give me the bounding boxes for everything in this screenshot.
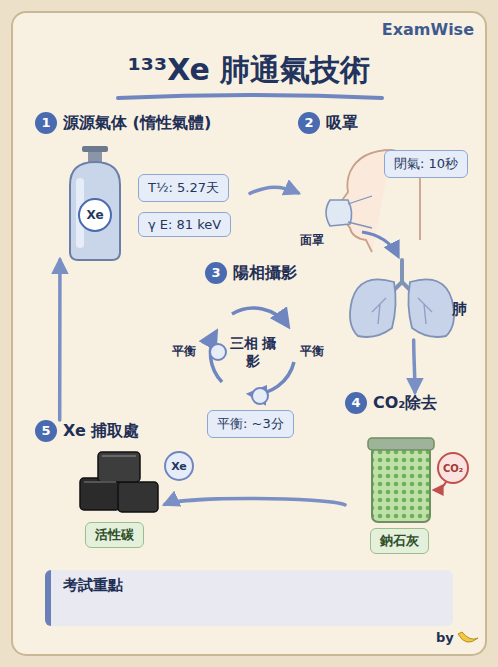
step-heading: 2 吸罩: [298, 112, 476, 134]
label: 面罩: [300, 232, 324, 249]
step-title: Xe 捕取處: [63, 421, 139, 442]
step-group: 2 吸罩閉氣: 10秒: [298, 112, 476, 340]
gas-cylinder: [70, 146, 120, 260]
node-text: 三相 攝影: [223, 335, 283, 370]
flow-arrow: [58, 260, 62, 420]
step-number: 3: [205, 262, 227, 284]
step-heading: 5 Xe 捕取處: [35, 420, 165, 442]
label: Xe: [171, 460, 187, 473]
info-box: 平衡: ~3分: [207, 410, 294, 438]
banana-icon: [458, 632, 478, 642]
phase-dot: [210, 344, 226, 360]
phase-dot: [252, 388, 268, 404]
label: by: [436, 630, 454, 645]
step-heading: 4 CO₂除去: [345, 392, 477, 414]
label: CO₂: [443, 463, 463, 474]
label: 肺: [452, 300, 467, 319]
node-text: 考試重點: [63, 576, 441, 595]
flow-arrow: [414, 340, 415, 392]
info-box: 鈉石灰: [370, 528, 429, 554]
label: 平衡: [300, 343, 324, 360]
step-title: 吸罩: [326, 113, 358, 134]
step-group: 1 源源氣体 (惰性氣體) T½: 5.27天 γ E: 81 keV: [35, 112, 250, 260]
step-heading: 3 陽相攝影: [168, 262, 334, 284]
node-text: 活性碳: [95, 526, 134, 544]
flow-arrow: [165, 499, 345, 505]
cycle-center: 三相 攝影: [223, 335, 283, 370]
step-number: 4: [345, 392, 367, 414]
step-heading: 1 源源氣体 (惰性氣體): [35, 112, 250, 134]
node-text: 平衡: ~3分: [217, 415, 284, 433]
title-underline: [118, 95, 382, 98]
step-number: 5: [35, 420, 57, 442]
step-title: 陽相攝影: [233, 263, 297, 284]
info-box: γ E: 81 keV: [138, 212, 231, 237]
node-text: 鈉石灰: [380, 532, 419, 550]
info-box: 閉氣: 10秒: [384, 150, 468, 178]
step-group: 4 CO₂除去鈉石灰: [345, 392, 477, 558]
card: [12, 12, 486, 655]
step-title: CO₂除去: [373, 393, 437, 414]
label: Xe: [86, 208, 103, 222]
node-text: 閉氣: 10秒: [394, 155, 458, 173]
step-group: 5 Xe 捕取處活性碳: [35, 420, 165, 556]
diagram-title: ¹³³Xe 肺通氣技術: [0, 50, 498, 91]
note-panel: 考試重點: [45, 570, 453, 626]
node-text: T½: 5.27天: [148, 179, 219, 197]
label: 平衡: [172, 343, 196, 360]
flow-arrow: [250, 187, 298, 193]
info-box: 活性碳: [85, 522, 144, 548]
info-box: T½: 5.27天: [138, 174, 229, 202]
label: ExamWise: [382, 20, 474, 39]
lungs: [350, 260, 454, 337]
soda-lime-canister: [368, 438, 468, 522]
step-number: 2: [298, 112, 320, 134]
node-text: γ E: 81 keV: [148, 217, 221, 232]
step-number: 1: [35, 112, 57, 134]
step-title: 源源氣体 (惰性氣體): [63, 113, 211, 134]
cycle-arrows: [210, 308, 294, 394]
